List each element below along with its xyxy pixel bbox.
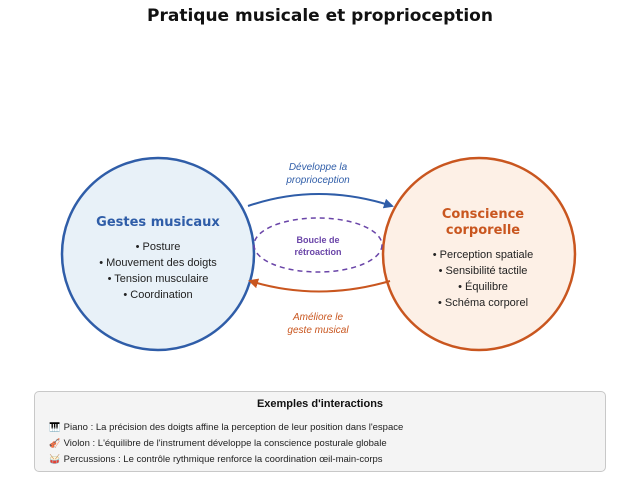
example-row-percussion: 🥁 Percussions : Le contrôle rythmique re… [49, 454, 383, 465]
conscience-corporelle-title: corporelle [446, 223, 520, 238]
examples-box: Exemples d'interactions 🎹 Piano : La pré… [34, 391, 606, 472]
develops-proprioception-arrow [247, 193, 394, 209]
examples-title: Exemples d'interactions [256, 398, 384, 410]
gestes-musicaux-title: Gestes musicaux [96, 215, 220, 230]
left-item: • Coordination [123, 289, 192, 301]
top-arrow-label: proprioception [285, 175, 350, 186]
bottom-arrow-label: Améliore le [292, 312, 343, 323]
drum-icon: 🥁 [49, 454, 61, 464]
example-row-violin: 🎻 Violon : L'équilibre de l'instrument d… [49, 438, 387, 449]
left-item: • Posture [136, 241, 181, 253]
example-text: Violon : L'équilibre de l'instrument dév… [63, 438, 387, 449]
right-item: • Schéma corporel [438, 297, 528, 309]
feedback-loop-label: Boucle de [296, 235, 339, 245]
conscience-corporelle-title: Conscience [442, 207, 524, 222]
example-text: Percussions : Le contrôle rythmique renf… [63, 454, 383, 465]
right-item: • Équilibre [458, 280, 508, 293]
left-item: • Mouvement des doigts [99, 257, 217, 269]
example-row-piano: 🎹 Piano : La précision des doigts affine… [49, 422, 403, 433]
diagram-title: Pratique musicale et proprioception [147, 6, 493, 26]
right-item: • Perception spatiale [433, 249, 533, 261]
feedback-loop-label: rétroaction [294, 247, 341, 257]
violin-icon: 🎻 [49, 438, 61, 448]
gestes-musicaux-circle [60, 156, 256, 352]
bottom-arrow-label: geste musical [287, 325, 349, 336]
conscience-corporelle-circle [381, 156, 577, 352]
left-item: • Tension musculaire [108, 273, 209, 285]
feedback-loop-ellipse [253, 217, 383, 273]
improves-musical-gesture-arrow [248, 278, 391, 293]
piano-icon: 🎹 [49, 422, 61, 432]
top-arrow-label: Développe la [289, 162, 348, 173]
diagram-canvas: Gestes musicaux • Posture • Mouvement de… [60, 156, 577, 352]
example-text: Piano : La précision des doigts affine l… [63, 422, 404, 433]
right-item: • Sensibilité tactile [439, 265, 528, 277]
